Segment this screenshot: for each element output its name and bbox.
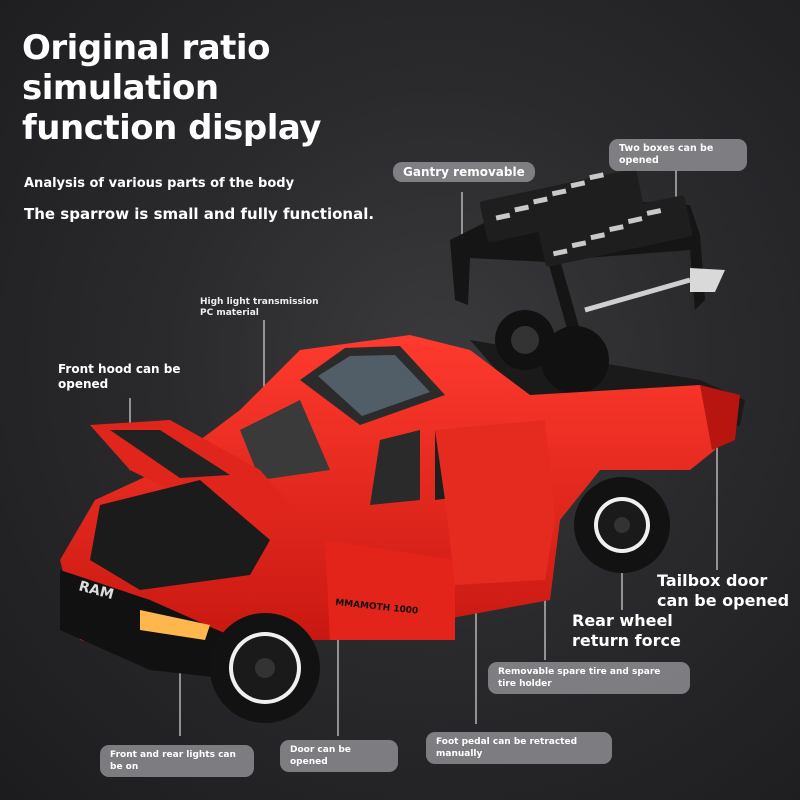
title-line-3: function display	[22, 108, 321, 148]
label-two-boxes: Two boxes can be opened	[609, 139, 747, 171]
subtitle-large: The sparrow is small and fully functiona…	[24, 205, 375, 223]
truck-body	[60, 335, 740, 680]
title-line-2: simulation	[22, 68, 219, 108]
label-door: Door can be opened	[280, 740, 398, 772]
label-foot-pedal: Foot pedal can be retracted manually	[426, 732, 612, 764]
title-line-1: Original ratio	[22, 28, 270, 68]
label-lights: Front and rear lights can be on	[100, 745, 254, 777]
label-tailbox-door: Tailbox door can be opened	[657, 571, 790, 610]
rear-wheel	[574, 477, 670, 573]
label-gantry-removable: Gantry removable	[393, 162, 535, 182]
label-rear-wheel: Rear wheel return force	[572, 611, 681, 650]
label-front-hood: Front hood can be opened	[58, 362, 181, 391]
gantry-rack	[450, 168, 725, 332]
label-spare-tire: Removable spare tire and spare tire hold…	[488, 662, 690, 694]
page-title: Original ratio simulation function displ…	[22, 28, 402, 148]
subtitle-small: Analysis of various parts of the body	[24, 176, 295, 191]
label-pc-material: High light transmission PC material	[200, 297, 319, 318]
front-wheel	[210, 613, 320, 723]
